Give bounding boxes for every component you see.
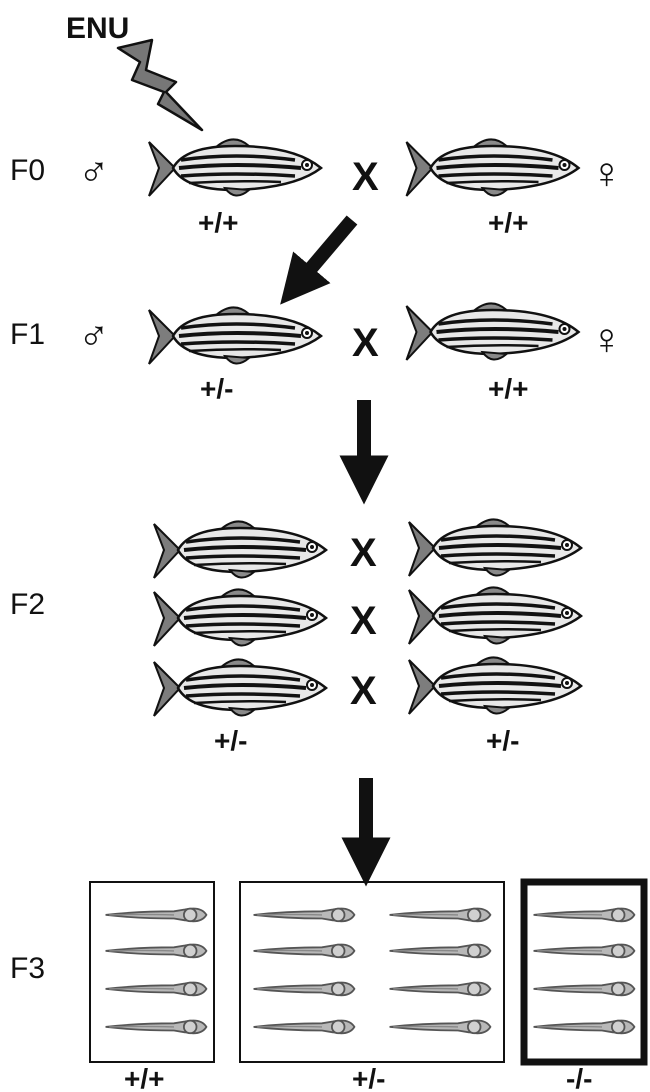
- arrow-f0-to-f1: [296, 220, 352, 286]
- larva: [106, 982, 207, 995]
- female-fish-f0: [407, 139, 579, 196]
- male-fish-f0: [149, 139, 321, 196]
- larva: [254, 944, 355, 957]
- generation-label-f0: F0: [10, 154, 45, 187]
- cross-symbol-f0: X: [352, 155, 379, 199]
- mutagen-label: ENU: [66, 12, 129, 45]
- f3-group-box-heterozygous: [240, 882, 504, 1062]
- larva: [254, 982, 355, 995]
- f2-fish-right-1: [409, 519, 581, 576]
- female-fish-f1: [407, 303, 579, 360]
- larva: [534, 908, 635, 921]
- f2-fish-right-2: [409, 587, 581, 644]
- f2-fish-left-1: [154, 521, 326, 578]
- generation-label-f3: F3: [10, 952, 45, 985]
- genotype-f3-wildtype: +/+: [124, 1063, 164, 1092]
- larva: [390, 944, 491, 957]
- f2-fish-left-2: [154, 589, 326, 646]
- f3-larvae-homozygous: [534, 908, 635, 1033]
- genotype-f0-female: +/+: [488, 207, 528, 238]
- larva: [390, 908, 491, 921]
- larva: [390, 1020, 491, 1033]
- male-fish-f1: [149, 307, 321, 364]
- lightning-bolt-icon: [118, 40, 202, 130]
- f3-larvae-heterozygous: [254, 908, 491, 1033]
- cross-symbol-f2-1: X: [350, 531, 377, 575]
- genotype-f2-left: +/-: [214, 725, 247, 756]
- f2-fish-right-3: [409, 657, 581, 714]
- larva: [390, 982, 491, 995]
- f3-larvae-wildtype: [106, 908, 207, 1033]
- larva: [254, 1020, 355, 1033]
- cross-symbol-f2-3: X: [350, 669, 377, 713]
- male-symbol-icon: ♂: [78, 312, 110, 359]
- larva: [106, 944, 207, 957]
- genotype-f1-female: +/+: [488, 373, 528, 404]
- larva: [534, 1020, 635, 1033]
- larva: [106, 908, 207, 921]
- genotype-f1-male: +/-: [200, 373, 233, 404]
- larva: [254, 908, 355, 921]
- f2-fish-left-3: [154, 659, 326, 716]
- generation-label-f1: F1: [10, 318, 45, 351]
- genotype-f2-right: +/-: [486, 725, 519, 756]
- larva: [106, 1020, 207, 1033]
- genotype-f0-male: +/+: [198, 207, 238, 238]
- female-symbol-icon: ♀: [590, 315, 623, 364]
- cross-symbol-f1: X: [352, 321, 379, 365]
- genotype-f3-homozygous: -/-: [566, 1063, 592, 1092]
- female-symbol-icon: ♀: [590, 149, 623, 198]
- larva: [534, 982, 635, 995]
- genotype-f3-heterozygous: +/-: [352, 1063, 385, 1092]
- cross-symbol-f2-2: X: [350, 599, 377, 643]
- male-symbol-icon: ♂: [78, 148, 110, 195]
- generation-label-f2: F2: [10, 588, 45, 621]
- larva: [534, 944, 635, 957]
